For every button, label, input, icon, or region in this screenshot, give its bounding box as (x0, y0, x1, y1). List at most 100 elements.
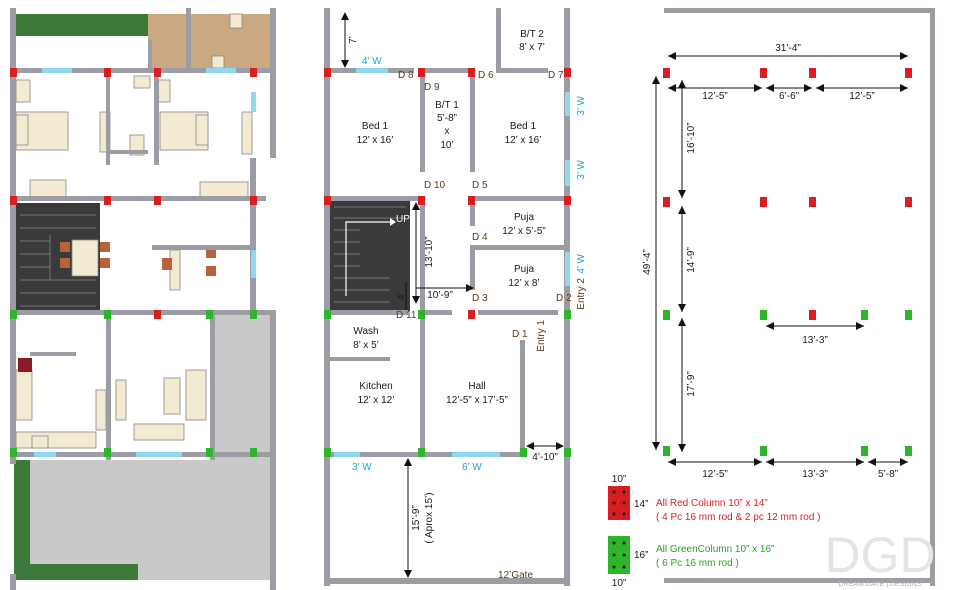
dim-left-c: 17’-9” (686, 371, 697, 397)
room-puja1-size: 12’ x 5’-5” (502, 226, 546, 237)
legend-red-rods (612, 490, 626, 516)
room-kitchen-size: 12’ x 12’ (358, 395, 395, 406)
dim-arrowheads-panel2 (341, 12, 564, 578)
dim-15-9: 15’-9” (411, 505, 422, 531)
dim-aprox: ( Aprox 15’) (424, 492, 435, 543)
columns-panel2 (324, 68, 571, 457)
dim-top-total: 31’-4” (775, 43, 801, 54)
legend: 10” 14” 16” 10” All Red Column 10” x 14”… (608, 474, 821, 589)
right-boundary (930, 8, 935, 586)
dim-left-a: 16’-10” (686, 122, 697, 153)
lawn-left (14, 460, 30, 580)
dim-lines-panel2 (344, 14, 562, 575)
window-label-top: 4’ W (362, 56, 382, 67)
room-bt2-size: 8’ x 7’ (519, 42, 545, 53)
legend-green-width: 10” (612, 578, 626, 589)
windows-panel1 (34, 68, 256, 457)
window-label-right2: 3’ W (576, 159, 587, 179)
door-label-d10: D 10 (424, 180, 446, 191)
fridge (18, 358, 32, 372)
dim-bot-a: 12’-5” (702, 469, 728, 480)
legend-red-detail: ( 4 Pc 16 mm rod & 2 pc 12 mm rod ) (656, 512, 821, 523)
windows-panel2 (334, 68, 570, 457)
furniture (15, 13, 253, 449)
room-bt1: B/T 1 (435, 100, 459, 111)
legend-red-width: 10” (612, 474, 626, 485)
dim-bot-c: 5’-8” (878, 469, 898, 480)
column-layout: 31’-4” 12’-5” 6’-6” 12’-5” 49’-4” 16’-10… (642, 8, 935, 586)
window-label-right3: 4’ W (576, 253, 587, 273)
room-bed1-right-size: 12’ x 16’ (505, 135, 542, 146)
bottom-boundary (664, 578, 934, 583)
legend-red-swatch (608, 486, 630, 520)
window-label-bottom-mid: 6’ W (462, 462, 482, 473)
door-label-d1: D 1 (512, 329, 528, 340)
dim-bot-b: 13’-3” (802, 469, 828, 480)
room-bed1-left: Bed 1 (362, 121, 389, 132)
room-kitchen: Kitchen (359, 381, 392, 392)
structural-columns (663, 68, 912, 456)
door-label-d7: D 7 (548, 70, 564, 81)
room-wash-size: 8’ x 5’ (353, 340, 379, 351)
room-bt2: B/T 2 (520, 29, 544, 40)
entry2-label: Entry 2 (576, 278, 587, 310)
dim-left-b: 14’-9” (686, 247, 697, 273)
window-label-right1: 3’ W (576, 95, 587, 115)
room-bt1-x: x (445, 126, 450, 137)
entry1-label: Entry 1 (536, 320, 547, 352)
room-hall-size: 12’-5” x 17’-5” (446, 395, 508, 406)
door-label-d4: D 4 (472, 232, 488, 243)
chairs (60, 242, 216, 276)
room-puja2-size: 12’ x 8’ (508, 278, 539, 289)
top-boundary (664, 8, 930, 13)
toilet-floor-1 (148, 14, 188, 70)
door-label-d8: D 8 (398, 70, 414, 81)
room-puja2: Puja (514, 264, 534, 275)
dim-arrowheads-panel3 (652, 52, 908, 466)
outside-side (212, 312, 276, 460)
room-wash: Wash (353, 326, 378, 337)
dim-mid-span: 13’-3” (802, 335, 828, 346)
stair-up-label: UP (396, 214, 410, 225)
legend-green-swatch (608, 536, 630, 574)
outside-front (14, 460, 276, 580)
dim-top-a: 12’-5” (702, 91, 728, 102)
window-label-bottom-left: 3’ W (352, 462, 372, 473)
door-label-d2: D 2 (556, 293, 572, 304)
lawn-top (14, 14, 148, 36)
dim-lines-panel3 (655, 55, 908, 463)
furnished-plan (10, 8, 276, 590)
room-bed1-left-size: 12’ x 16’ (357, 135, 394, 146)
toilet-floor-2 (188, 14, 270, 70)
logo-text: DREAM GATE | DESIGNS (839, 581, 922, 588)
dim-top-b: 6’-6” (779, 91, 799, 102)
room-bed1-right: Bed 1 (510, 121, 537, 132)
room-bt1-size2: 10’ (440, 140, 453, 151)
room-bt1-size: 5’-8” (437, 113, 457, 124)
room-puja1: Puja (514, 212, 534, 223)
door-label-d3: D 3 (472, 293, 488, 304)
gate-label: 12’Gate (498, 570, 533, 581)
door-label-d11: D 11 (396, 310, 417, 321)
stair-arrowhead (390, 218, 396, 226)
stair-steps (20, 214, 96, 307)
dim-4-10: 4’-10” (532, 452, 558, 463)
door-label-d5: D 5 (472, 180, 488, 191)
dim-left-total: 49’-4” (642, 249, 653, 275)
dim-top-c: 12’-5” (849, 91, 875, 102)
legend-red-height: 14” (634, 499, 648, 510)
dim-7ft: 7’ (348, 36, 359, 44)
dim-10-9: 10’-9” (427, 290, 453, 301)
dim-13-10: 13’-10” (424, 236, 435, 267)
door-label-d9: D 9 (424, 82, 440, 93)
logo-mark: DGD (824, 527, 935, 583)
watermark-logo: DGD DREAM GATE | DESIGNS (824, 527, 935, 588)
labelled-plan: D 8 D 6 D 7 D 9 D 10 D 5 D 4 D 3 D 2 D 1… (324, 8, 587, 586)
legend-green-height: 16” (634, 550, 648, 561)
dim-4ft: 4’ (396, 292, 407, 300)
columns-panel1 (10, 68, 257, 457)
legend-green-title: All GreenColumn 10” x 16” (656, 544, 774, 555)
legend-green-rods (612, 541, 626, 569)
room-hall: Hall (468, 381, 485, 392)
